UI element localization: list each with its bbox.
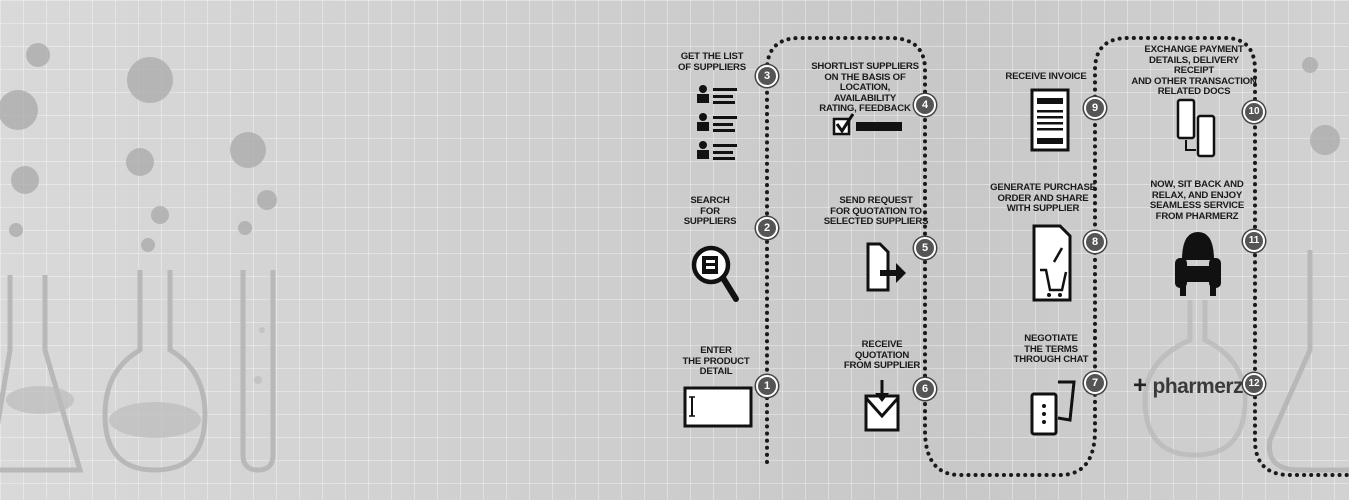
step-badge-10: 10 <box>1243 101 1265 123</box>
step-badge-4: 4 <box>914 94 936 116</box>
invoice-icon <box>1030 88 1070 152</box>
step-label-4: SHORTLIST SUPPLIERS ON THE BASIS OF LOCA… <box>811 61 919 115</box>
step-badge-6: 6 <box>914 378 936 400</box>
step-label-2: SEARCH FOR SUPPLIERS <box>683 195 737 228</box>
step-label-6: RECEIVE QUOTATION FROM SUPPLIER <box>843 339 921 372</box>
step-label-8: GENERATE PURCHASE ORDER AND SHARE WITH S… <box>990 182 1096 215</box>
step-badge-11: 11 <box>1243 230 1265 252</box>
plus-icon: + <box>1133 372 1147 399</box>
step-label-11: NOW, SIT BACK AND RELAX, AND ENJOY SEAML… <box>1149 179 1245 222</box>
pharmerz-logo: +pharmerz <box>1133 372 1244 400</box>
text-input-icon <box>683 386 753 428</box>
step-badge-7: 7 <box>1084 372 1106 394</box>
checkbox-icon <box>832 113 902 136</box>
step-label-7: NEGOTIATE THE TERMS THROUGH CHAT <box>1013 333 1089 366</box>
step-badge-3: 3 <box>756 65 778 87</box>
step-badge-2: 2 <box>756 217 778 239</box>
step-label-9: RECEIVE INVOICE <box>1005 71 1087 82</box>
step-badge-9: 9 <box>1084 97 1106 119</box>
armchair-icon <box>1175 232 1221 296</box>
chat-phone-icon <box>1030 380 1076 436</box>
step-badge-8: 8 <box>1084 231 1106 253</box>
send-document-icon <box>866 242 906 292</box>
step-badge-5: 5 <box>914 237 936 259</box>
step-label-5: SEND REQUEST FOR QUOTATION TO SELECTED S… <box>823 195 929 228</box>
step-badge-12: 12 <box>1243 373 1265 395</box>
two-phones-icon <box>1176 98 1216 158</box>
step-label-1: ENTER THE PRODUCT DETAIL <box>682 345 750 378</box>
step-badge-1: 1 <box>756 375 778 397</box>
purchase-order-icon <box>1032 224 1072 302</box>
step-label-3: GET THE LIST OF SUPPLIERS <box>678 51 746 73</box>
inbox-download-icon <box>864 380 900 432</box>
step-label-10: EXCHANGE PAYMENT DETAILS, DELIVERY RECEI… <box>1131 44 1257 98</box>
brand-name: pharmerz <box>1152 375 1244 398</box>
supplier-list-icon <box>697 85 737 160</box>
magnifier-icon <box>691 245 739 302</box>
